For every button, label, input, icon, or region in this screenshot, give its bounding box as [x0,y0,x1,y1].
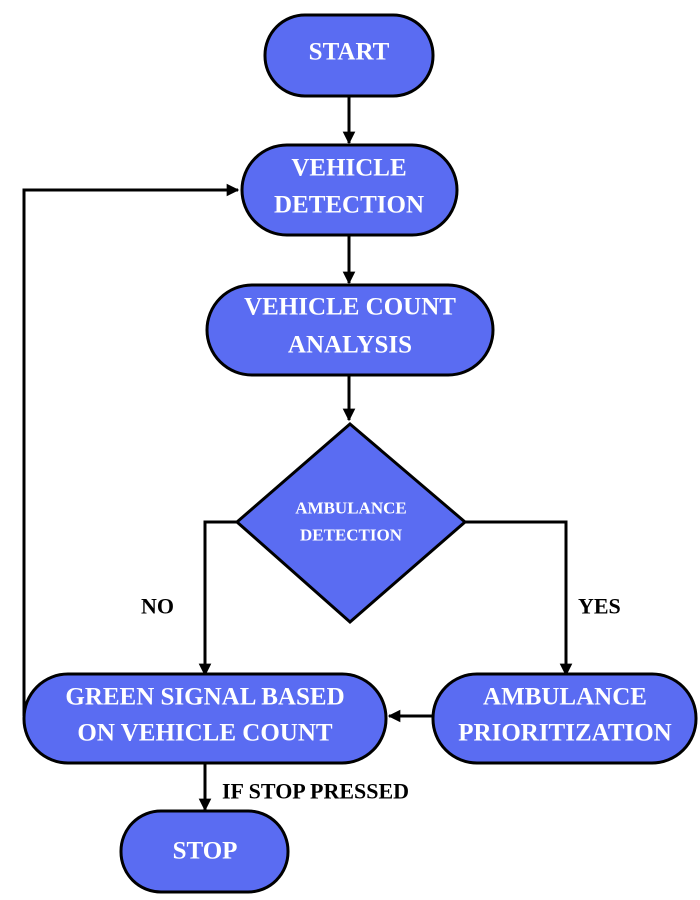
ambulance-detection-decision: AMBULANCE DETECTION [234,422,468,624]
stop-node: STOP [119,809,290,894]
no-label: NO [141,594,174,619]
vehicle-detection-node: VEHICLE DETECTION [240,143,459,237]
green-signal-label-line2: ON VEHICLE COUNT [77,720,332,747]
stop-node-label: STOP [173,838,238,865]
ambulance-detection-label-line2: DETECTION [300,526,403,545]
vehicle-count-analysis-label-line2: ANALYSIS [288,332,412,359]
arrow-loop-back-to-vehicle-detection [22,183,240,716]
yes-label: YES [578,594,621,619]
vehicle-detection-label-line1: VEHICLE [291,155,406,182]
arrow-no-branch [198,520,237,677]
arrow-yes-branch [465,520,573,677]
vehicle-count-analysis-label-line1: VEHICLE COUNT [244,294,456,321]
start-node: START [263,13,435,98]
vehicle-count-analysis-node: VEHICLE COUNT ANALYSIS [205,283,495,377]
ambulance-prioritization-label-line2: PRIORITIZATION [458,720,671,747]
green-signal-label-line1: GREEN SIGNAL BASED [65,684,344,711]
ambulance-detection-label-line1: AMBULANCE [295,499,406,518]
if-stop-pressed-label: IF STOP PRESSED [222,779,409,804]
ambulance-prioritization-node: AMBULANCE PRIORITIZATION [431,672,698,765]
ambulance-prioritization-label-line1: AMBULANCE [483,684,647,711]
green-signal-node: GREEN SIGNAL BASED ON VEHICLE COUNT [22,672,388,765]
start-node-label: START [309,39,390,66]
vehicle-detection-label-line2: DETECTION [274,192,424,219]
